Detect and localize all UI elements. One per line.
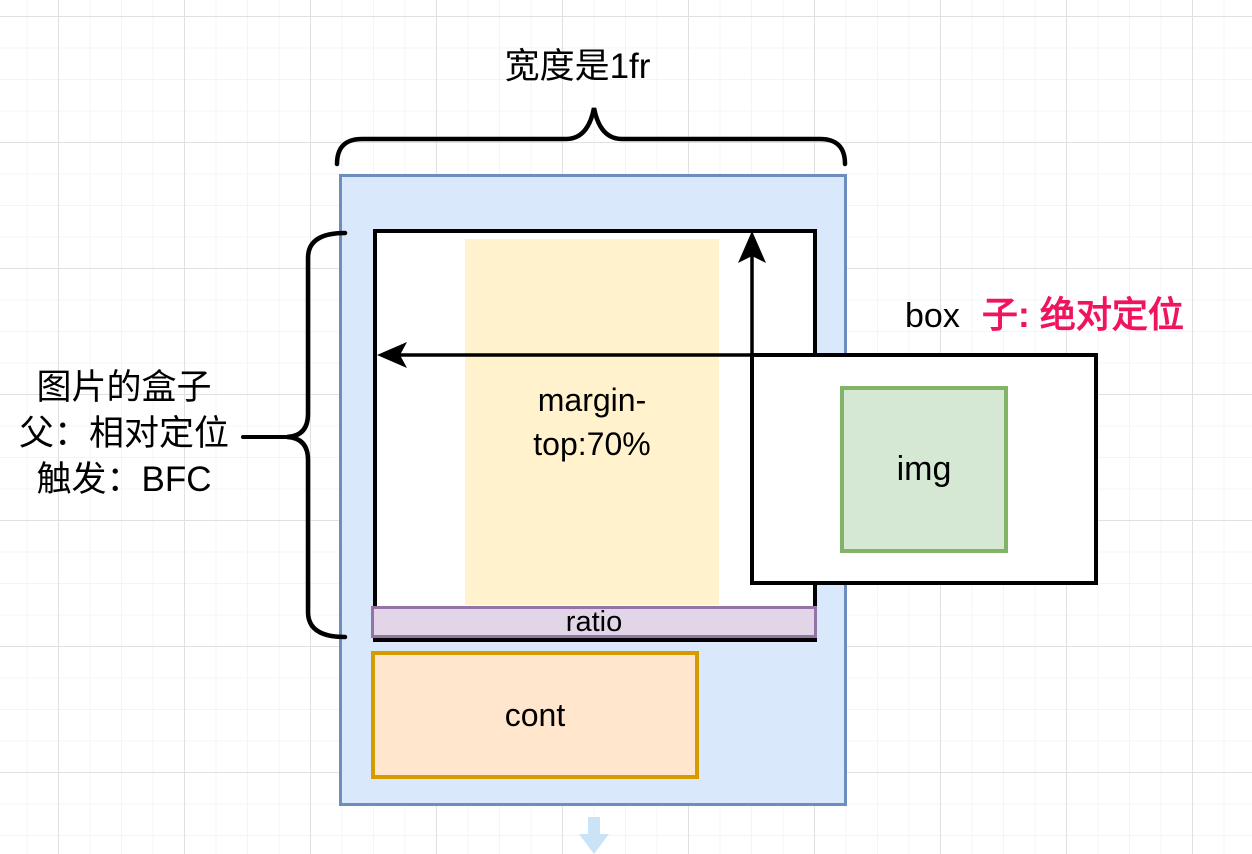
margin-top-band: margin- top:70%	[465, 239, 719, 605]
ratio-bar: ratio	[371, 606, 817, 638]
box-name-label: box	[905, 297, 960, 335]
img-label: img	[896, 449, 952, 488]
margin-top-label-line1: margin-	[537, 382, 647, 418]
box-label-group: box 子: 绝对定位	[905, 286, 1184, 338]
diagram-title: 宽度是1fr	[504, 47, 651, 86]
ratio-label: ratio	[565, 605, 623, 638]
cont-box: cont	[371, 651, 699, 779]
child-absolute-note: 子: 绝对定位	[981, 294, 1184, 335]
absolute-child-box: img	[750, 353, 1098, 585]
cont-label: cont	[504, 696, 566, 733]
img-box: img	[840, 385, 1008, 553]
wrapper-note-line1: 图片的盒子	[36, 368, 212, 407]
wrapper-note: 图片的盒子 父：相对定位 触发：BFC	[0, 365, 248, 503]
wrapper-note-line2: 父：相对定位	[18, 414, 229, 453]
wrapper-note-line3: 触发：BFC	[36, 460, 212, 499]
margin-top-label-line2: top:70%	[533, 426, 651, 462]
